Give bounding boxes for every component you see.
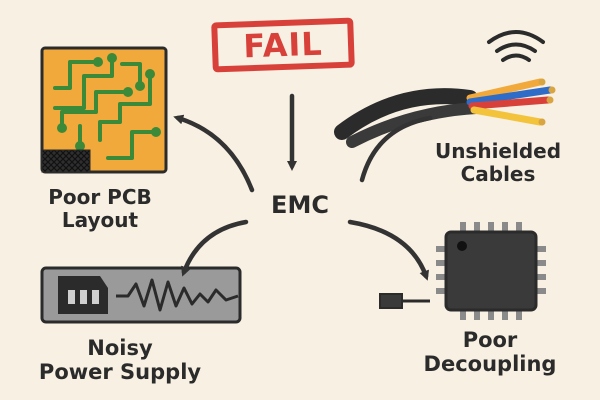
center-label-emc: EMC [271, 191, 329, 219]
node-label-pcb: Poor PCB Layout [48, 185, 152, 232]
pcb-board-icon [40, 46, 168, 174]
node-label-supply: Noisy Power Supply [38, 336, 202, 385]
fail-stamp-text: FAIL [242, 24, 324, 66]
arrow-emc-to-supply [181, 219, 249, 277]
arrows [173, 93, 433, 281]
wireless-waves-icon [487, 30, 545, 62]
noise-waveform [116, 278, 239, 312]
ic-chip-icon [436, 222, 546, 320]
arrow-emc-to-pcb [173, 114, 255, 193]
node-label-cables: Unshielded Cables [434, 139, 562, 186]
cable-bundle-icon [334, 78, 556, 148]
capacitor-icon [379, 293, 430, 309]
fail-stamp: FAIL [211, 17, 355, 73]
node-label-decoupling: Poor Decoupling [423, 328, 557, 377]
arrow-emc-to-cables [359, 115, 433, 183]
arrow-emc-to-decoupling [347, 219, 429, 281]
